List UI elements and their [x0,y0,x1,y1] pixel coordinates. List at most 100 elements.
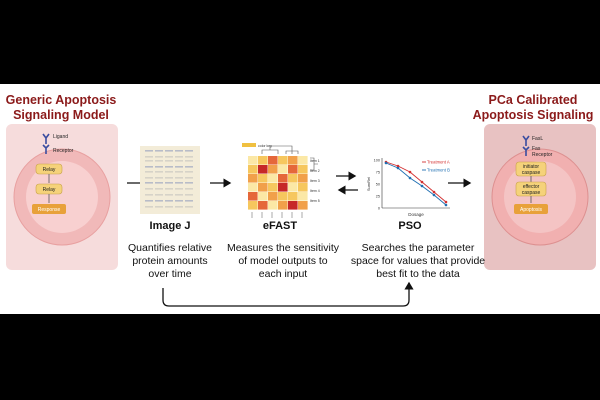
pso-y-tick-label: 25 [376,195,380,199]
fas-receptor-icon [522,146,530,156]
heatmap-row-label: Item 3 [310,179,320,183]
heatmap-cell [248,174,258,183]
heatmap-cell [298,183,308,192]
pso-series-b-point [408,176,412,180]
efast-desc-line: Measures the sensitivity [226,242,340,254]
pso-y-tick-label: 100 [374,159,380,163]
gel-band [185,194,193,196]
gel-band [175,177,183,179]
heatmap-cell [278,174,288,183]
gel-band [155,188,163,190]
imagej-desc-line: protein amounts [132,255,208,267]
gel-band [165,166,173,168]
heatmap-x-ticks [251,212,303,218]
gel-band [185,182,193,184]
pso-desc-line: space for values that provide [350,255,486,267]
heatmap-cell [288,183,298,192]
gel-band [155,156,163,158]
gel-band [145,206,153,208]
gel-band [145,166,153,168]
gel-band [165,206,173,208]
heatmap-cell [298,174,308,183]
heatmap-cell [258,174,268,183]
imagej-label: Image J [149,220,191,232]
heatmap-cell [278,156,288,165]
pso-label: PSO [398,220,422,232]
fas-label-line1: Fas [532,146,541,152]
pso-series-b-point [420,184,424,188]
heatmap-cell [248,201,258,210]
western-blot-gel-icon [140,146,200,214]
gel-band [145,150,153,152]
pso-series-a-point [444,200,448,204]
pso-series-a [384,160,448,204]
gel-band [175,150,183,152]
pso-desc-line: best fit to the data [376,268,460,280]
gel-band [185,177,193,179]
fas-label-line2: Receptor [532,152,553,158]
heatmap-row-label: Item 5 [310,199,320,203]
pso-series-a-point [432,190,436,194]
gel-band [175,188,183,190]
gel-band [165,194,173,196]
gel-band [145,171,153,173]
gel-band [185,166,193,168]
heatmap-row-dendrogram [310,157,318,171]
imagej-description: Quantifies relative protein amounts over… [120,242,220,281]
heatmap-cell [268,201,278,210]
heatmap-cell [268,192,278,201]
pso-series-b-point [444,203,448,207]
generic-model-title-line1: Generic Apoptosis [5,93,117,107]
calibrated-model-title-line1: PCa Calibrated [488,93,578,107]
heatmap-legend-label: color key [258,144,272,148]
gel-band [175,166,183,168]
cell-inner-icon [504,161,576,233]
heatmap-column-dendrogram [261,145,299,154]
gel-band [165,150,173,152]
heatmap-cell [268,156,278,165]
heatmap-cell [288,174,298,183]
initiator-label-line2: caspase [522,170,541,176]
effector-label-line2: caspase [522,190,541,196]
efast-label: eFAST [262,220,298,232]
cell-inner-icon [26,161,98,233]
gel-band [185,200,193,202]
pso-y-label: SumRel [366,177,371,191]
heatmap-cell [248,156,258,165]
heatmap-cell [298,156,308,165]
gel-band [175,206,183,208]
heatmap-row-label: Item 1 [310,159,320,163]
heatmap-cell [278,201,288,210]
gel-band [155,150,163,152]
fasl-icon [522,135,530,146]
heatmap-cell [258,156,268,165]
apoptosis-label: Apoptosis [520,207,542,213]
heatmap-cell [278,165,288,174]
gel-band [175,160,183,162]
gel-band [145,200,153,202]
heatmap-cell [248,183,258,192]
gel-band [155,160,163,162]
ligand-icon [42,133,50,144]
ligand-label: Ligand [53,134,68,140]
gel-band [155,182,163,184]
heatmap-cell [298,201,308,210]
effector-label-line1: effector [523,184,540,190]
gel-band [145,156,153,158]
imagej-desc-line: over time [148,268,192,280]
gel-band [145,194,153,196]
gel-band [155,166,163,168]
heatmap-cell [248,192,258,201]
imagej-desc-line: Quantifies relative [127,242,213,254]
gel-band [165,156,173,158]
pso-legend-b: Treatment B [422,168,450,173]
heatmap-cell [248,165,258,174]
gel-band [145,160,153,162]
gel-band [175,156,183,158]
fasl-label: FasL [532,136,543,142]
pso-desc-line: Searches the parameter [361,242,475,254]
heatmap-cell [258,183,268,192]
gel-band [175,200,183,202]
